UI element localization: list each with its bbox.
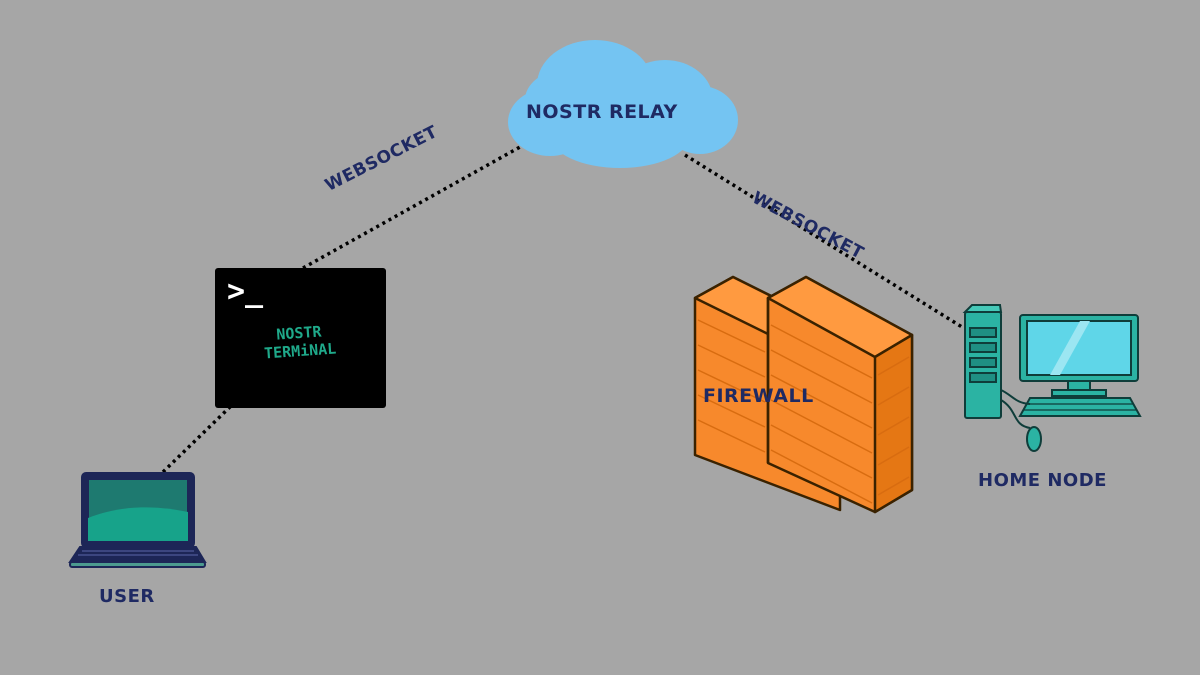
line-terminal-to-relay	[302, 145, 521, 270]
connection-lines	[161, 145, 963, 474]
home-node-label: HOME NODE	[978, 470, 1107, 491]
laptop-icon	[68, 472, 207, 568]
firewall-icon	[693, 275, 914, 514]
terminal-icon: >_ NOSTR TERMiNAL	[215, 268, 386, 408]
terminal-prompt: >_	[227, 274, 264, 309]
firewall-label: FIREWALL	[703, 385, 814, 407]
cloud-icon	[508, 40, 738, 168]
desktop-computer-icon	[962, 304, 1142, 452]
user-label: USER	[99, 586, 155, 607]
line-user-to-terminal	[161, 403, 234, 474]
terminal-title: NOSTR TERMiNAL	[236, 320, 363, 365]
line-relay-to-home-node	[684, 153, 963, 329]
relay-label: NOSTR RELAY	[526, 101, 678, 123]
